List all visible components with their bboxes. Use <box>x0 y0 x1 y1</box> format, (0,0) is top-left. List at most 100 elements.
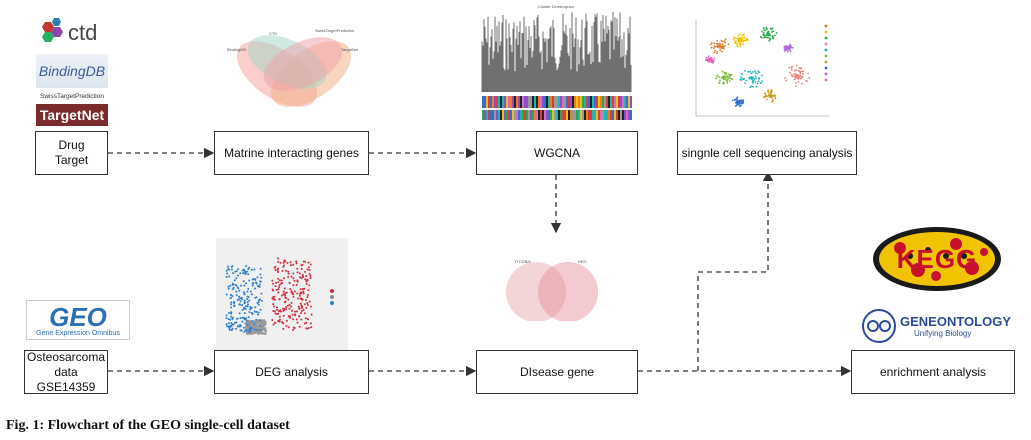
volcano-point-down <box>249 308 252 311</box>
svg-text:SwissTargetPrediction: SwissTargetPrediction <box>315 28 354 33</box>
tsne-cell-point <box>772 37 774 40</box>
tsne-cell-point <box>757 70 760 73</box>
volcano-point-up <box>306 327 309 330</box>
tsne-cell-point <box>721 43 724 46</box>
volcano-point-down <box>257 311 260 314</box>
module-color-strip <box>554 110 556 120</box>
matrine-venn-thumbnail: CTD SwissTargetPrediction BindingDB Targ… <box>225 24 363 130</box>
volcano-point-down <box>236 317 239 320</box>
volcano-point-up <box>303 312 306 315</box>
volcano-point-down <box>256 313 259 316</box>
volcano-point-up <box>309 277 312 280</box>
tsne-cell-point <box>797 77 800 80</box>
tsne-cell-point <box>795 64 798 67</box>
volcano-point <box>245 332 248 335</box>
module-color-strip <box>582 110 584 120</box>
tsne-cell-point <box>762 27 765 30</box>
volcano-point-up <box>305 280 308 283</box>
volcano-point <box>261 319 264 322</box>
volcano-point-down <box>239 323 242 326</box>
volcano-point-down <box>247 287 250 290</box>
volcano-point-down <box>236 286 239 289</box>
module-color-strip <box>624 96 626 108</box>
four-set-venn-graphic: CTD SwissTargetPrediction BindingDB Targ… <box>227 28 359 107</box>
volcano-point-up <box>289 288 292 291</box>
module-color-strip <box>518 110 520 120</box>
volcano-point-down <box>235 294 238 297</box>
volcano-point-up <box>305 282 308 285</box>
volcano-point-up <box>286 304 289 307</box>
volcano-point-up <box>302 290 305 293</box>
volcano-point-up <box>291 313 294 316</box>
tsne-cell-point <box>720 45 723 48</box>
volcano-point-down <box>234 283 237 286</box>
volcano-point-down <box>258 283 261 286</box>
module-color-strip <box>562 110 564 120</box>
tsne-cell-point <box>734 41 736 43</box>
tsne-cell-point <box>741 34 744 37</box>
tsne-cell-point <box>742 40 745 43</box>
module-color-strip <box>574 110 576 120</box>
volcano-point-up <box>295 310 298 313</box>
tsne-cell-point <box>792 73 795 76</box>
tsne-cell-point <box>770 96 773 99</box>
tsne-cell-point <box>774 97 777 100</box>
tsne-cell-point <box>742 43 744 46</box>
volcano-point-down <box>248 266 251 269</box>
tsne-cell-point <box>723 40 726 43</box>
module-color-strip <box>606 110 608 120</box>
module-color-strip <box>618 96 620 108</box>
tsne-cell-point <box>766 28 768 30</box>
module-color-strip <box>610 110 612 120</box>
volcano-point-up <box>288 307 291 310</box>
volcano-point <box>261 332 264 335</box>
tsne-cell-point <box>734 105 737 107</box>
volcano-point-up <box>279 261 282 264</box>
tsne-cell-point <box>771 97 774 100</box>
tsne-cell-point <box>712 60 715 63</box>
module-color-strip <box>534 96 536 108</box>
module-color-strip <box>526 96 528 108</box>
tsne-cell-point <box>709 43 712 46</box>
volcano-point-down <box>249 326 252 329</box>
module-color-strip <box>560 110 562 120</box>
tsne-cell-point <box>742 101 744 103</box>
tsne-cell-point <box>797 81 800 83</box>
wgcna-label: WGCNA <box>534 145 580 160</box>
drug-target-box: Drug Target <box>35 131 108 175</box>
volcano-point-down <box>251 282 254 285</box>
volcano-point-down <box>237 325 240 328</box>
module-color-strip <box>528 96 530 108</box>
module-color-strip <box>604 110 606 120</box>
module-color-strip <box>604 96 606 108</box>
tsne-cell-point <box>740 76 743 79</box>
tsne-cell-point <box>711 61 714 63</box>
volcano-point-up <box>298 307 301 310</box>
tsne-cell-point <box>740 40 743 43</box>
module-color-strip <box>516 110 518 120</box>
volcano-point-up <box>285 319 288 322</box>
tsne-cell-point <box>768 39 771 42</box>
tsne-cell-point <box>788 66 791 69</box>
tsne-legend-swatch <box>824 66 828 70</box>
module-color-strip <box>566 110 568 120</box>
module-color-strip <box>576 96 578 108</box>
volcano-point-down <box>237 268 240 271</box>
module-color-strip <box>592 96 594 108</box>
module-color-strip <box>542 110 544 120</box>
tsne-cell-point <box>729 74 732 77</box>
module-color-strip <box>508 110 510 120</box>
module-color-strip <box>612 96 614 108</box>
volcano-point-up <box>292 263 295 266</box>
volcano-point-up <box>296 279 299 282</box>
tsne-cell-point <box>763 35 766 37</box>
tsne-cell-point <box>754 72 757 74</box>
tsne-cell-point <box>709 58 712 61</box>
volcano-point-down <box>243 312 246 315</box>
tsne-cell-point <box>774 94 777 97</box>
volcano-point-down <box>231 295 234 298</box>
volcano-point-down <box>257 303 260 306</box>
volcano-point-down <box>245 282 248 285</box>
tsne-cell-point <box>720 39 723 42</box>
volcano-point <box>258 327 261 330</box>
